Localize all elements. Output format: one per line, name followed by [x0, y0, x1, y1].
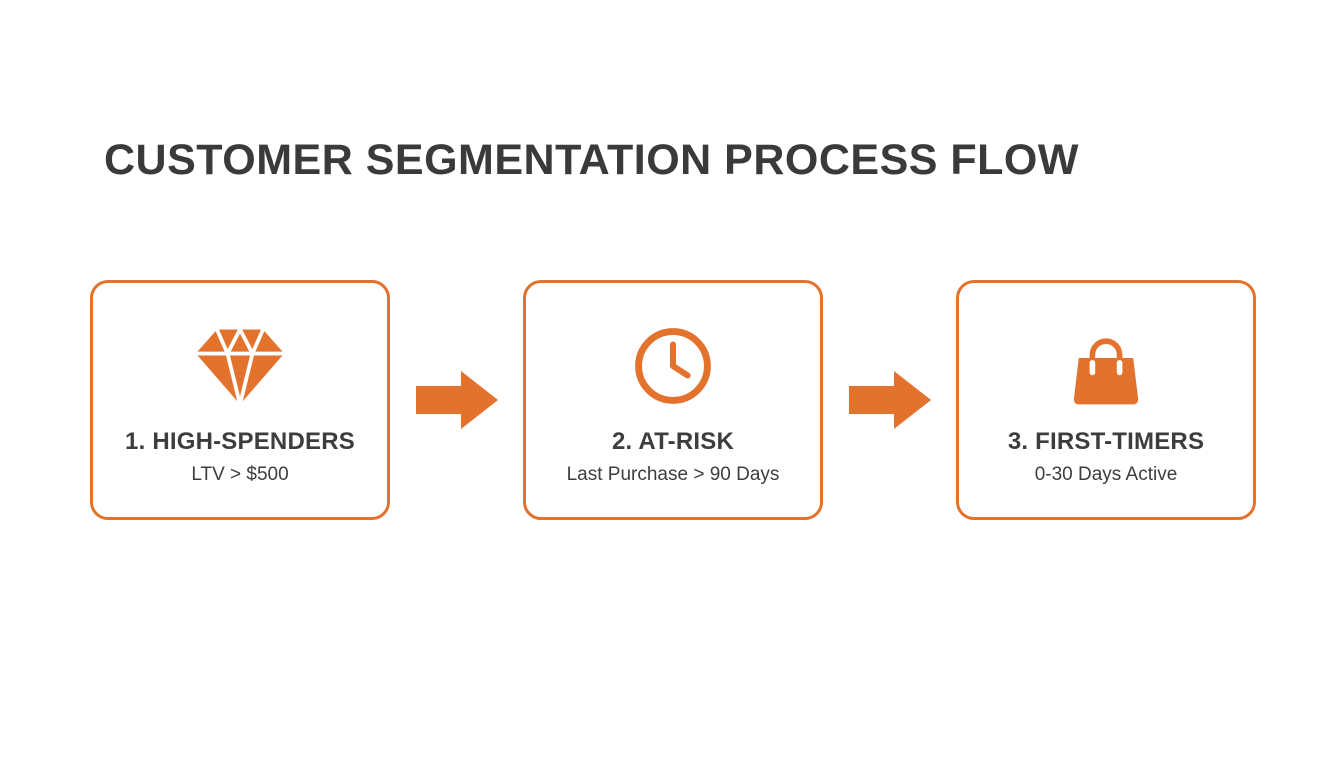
step-subtitle: Last Purchase > 90 Days: [566, 464, 780, 485]
step-title: 2. AT-RISK: [611, 428, 734, 455]
flow-arrow-icon: [390, 369, 523, 431]
step-title: 3. FIRST-TIMERS: [1007, 428, 1205, 455]
shopping-bag-icon: [1066, 318, 1146, 414]
step-card-high-spenders: 1. HIGH-SPENDERS LTV > $500: [90, 280, 390, 520]
clock-icon: [630, 318, 716, 414]
step-subtitle: 0-30 Days Active: [1034, 464, 1178, 485]
step-title: 1. HIGH-SPENDERS: [125, 428, 355, 455]
diamond-icon: [192, 318, 288, 414]
flow-arrow-icon: [823, 369, 956, 431]
step-card-at-risk: 2. AT-RISK Last Purchase > 90 Days: [523, 280, 823, 520]
step-subtitle: LTV > $500: [191, 464, 289, 485]
step-card-first-timers: 3. FIRST-TIMERS 0-30 Days Active: [956, 280, 1256, 520]
page-title: CUSTOMER SEGMENTATION PROCESS FLOW: [104, 136, 1079, 184]
process-flow: 1. HIGH-SPENDERS LTV > $500 2. AT-RISK L…: [90, 280, 1256, 520]
